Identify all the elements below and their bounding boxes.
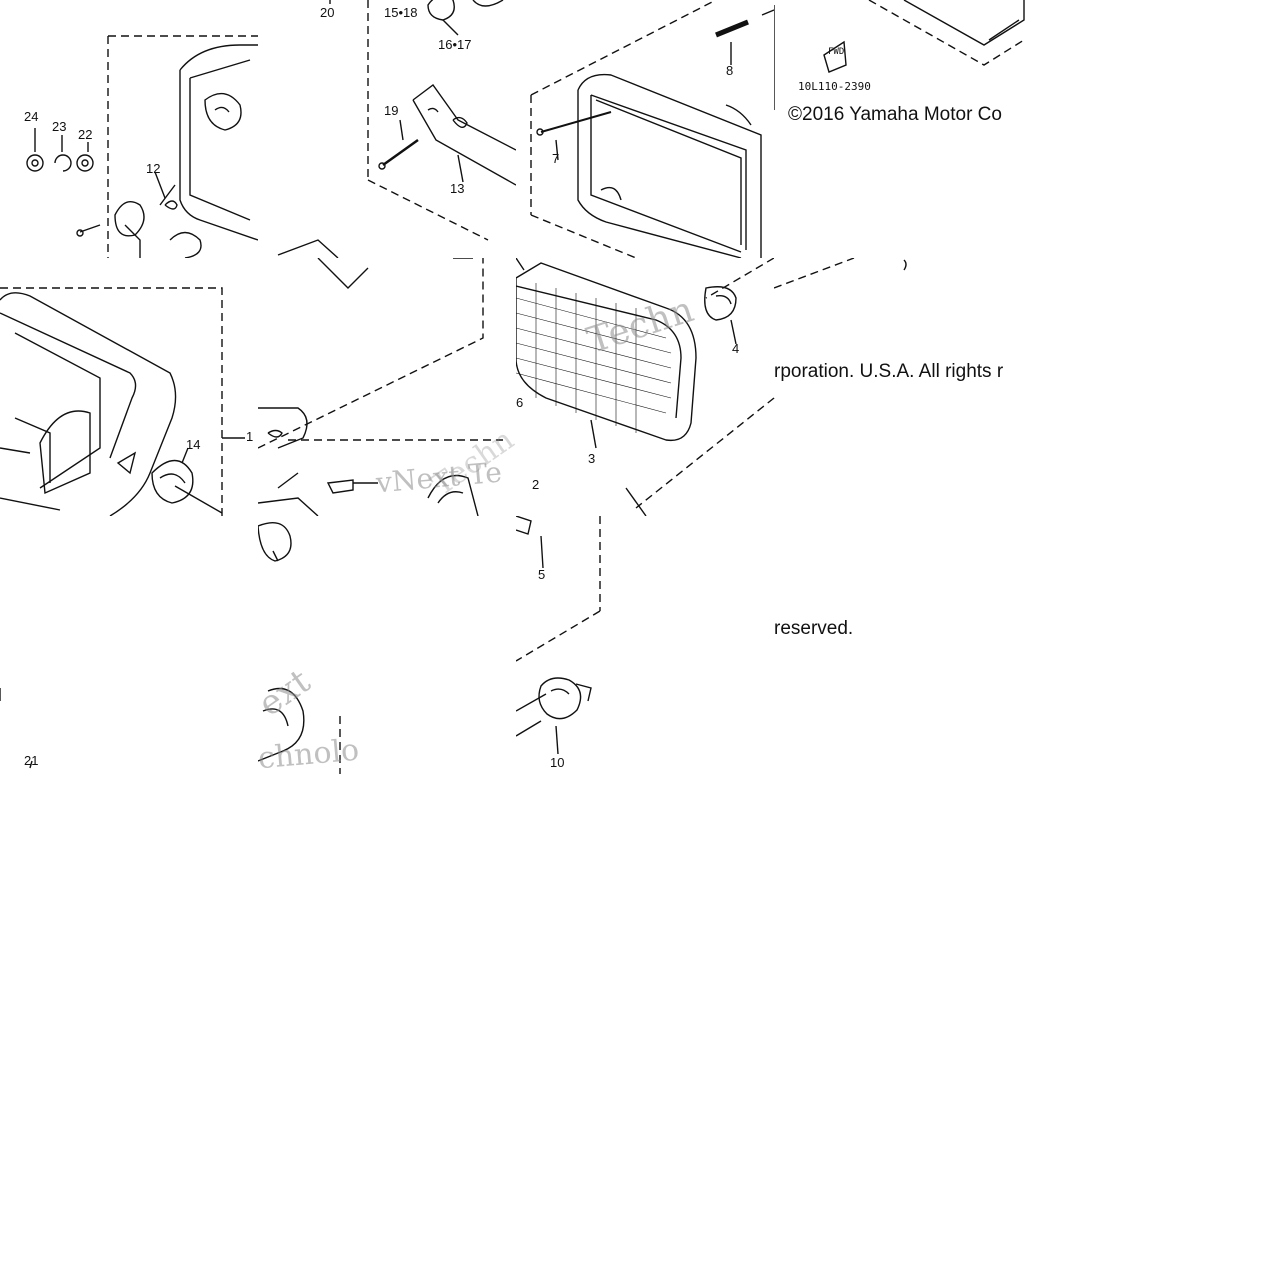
- part-label-19: 19: [384, 103, 399, 118]
- part-label-23: 23: [52, 119, 67, 134]
- watermark-4: chnolo: [258, 732, 360, 774]
- part-label-24: 24: [24, 109, 39, 124]
- corner-drawing: [774, 0, 1025, 110]
- bracket-drawing: [277, 0, 516, 258]
- corner-drawing-2: [774, 258, 907, 399]
- copyright-line-2: rporation. U.S.A. All rights r: [774, 361, 1004, 382]
- tile-socket: vNext Te Techn: [258, 258, 516, 516]
- fwd-arrow-label: FWD: [828, 47, 845, 57]
- copyright-line-3: reserved.: [774, 618, 854, 639]
- part-label-10: 10: [550, 755, 565, 770]
- tile-copyright: FWD 10L110-2390 ©2016 Yamaha Motor Co: [774, 0, 1032, 258]
- tile-bottom-middle: ext chnolo: [258, 516, 360, 774]
- rim-drawing: [530, 0, 774, 258]
- part-label-22: 22: [78, 127, 93, 142]
- tile-bulb: 5 10: [516, 516, 774, 774]
- lens-drawing: [516, 258, 774, 516]
- tile-bracket: 20 15•18 16•17 19 13: [258, 0, 516, 258]
- part-label-14: 14: [186, 437, 201, 452]
- part-label-13: 13: [450, 181, 465, 196]
- part-label-7: 7: [552, 151, 560, 166]
- tile-bottom-left: 21: [0, 516, 258, 774]
- bottom-middle-drawing: [258, 522, 341, 774]
- bottom-left-drawing: [0, 688, 33, 769]
- tile-headlight-body: 14 1: [0, 258, 258, 516]
- housing-top-drawing: [26, 35, 258, 258]
- part-label-21: 21: [24, 753, 39, 768]
- part-label-3: 3: [588, 451, 596, 466]
- part-label-5: 5: [538, 567, 546, 582]
- part-label-12: 12: [146, 161, 161, 176]
- part-label-6: 6: [516, 395, 524, 410]
- tile-lens: 6 3 4 Techn: [516, 258, 774, 516]
- socket-drawing: [258, 258, 503, 516]
- tile-housing-top: 24 23 22 12: [0, 0, 258, 258]
- tile-copyright-2: rporation. U.S.A. All rights r: [774, 258, 1032, 516]
- tile-rim: 8 7: [516, 0, 774, 258]
- part-label-2: 2: [532, 477, 540, 492]
- tile-copyright-3: reserved.: [774, 516, 1032, 774]
- part-label-1: 1: [246, 429, 254, 444]
- part-label-8: 8: [726, 63, 734, 78]
- part-label-15-18: 15•18: [384, 5, 418, 20]
- drawing-code: 10L110-2390: [798, 80, 871, 93]
- part-label-16-17: 16•17: [438, 37, 472, 52]
- part-label-20: 20: [320, 5, 335, 20]
- copyright-line-1: ©2016 Yamaha Motor Co: [788, 104, 1002, 125]
- headlight-body-drawing: [0, 287, 245, 516]
- bulb-drawing: [516, 516, 601, 755]
- part-label-4: 4: [732, 341, 740, 356]
